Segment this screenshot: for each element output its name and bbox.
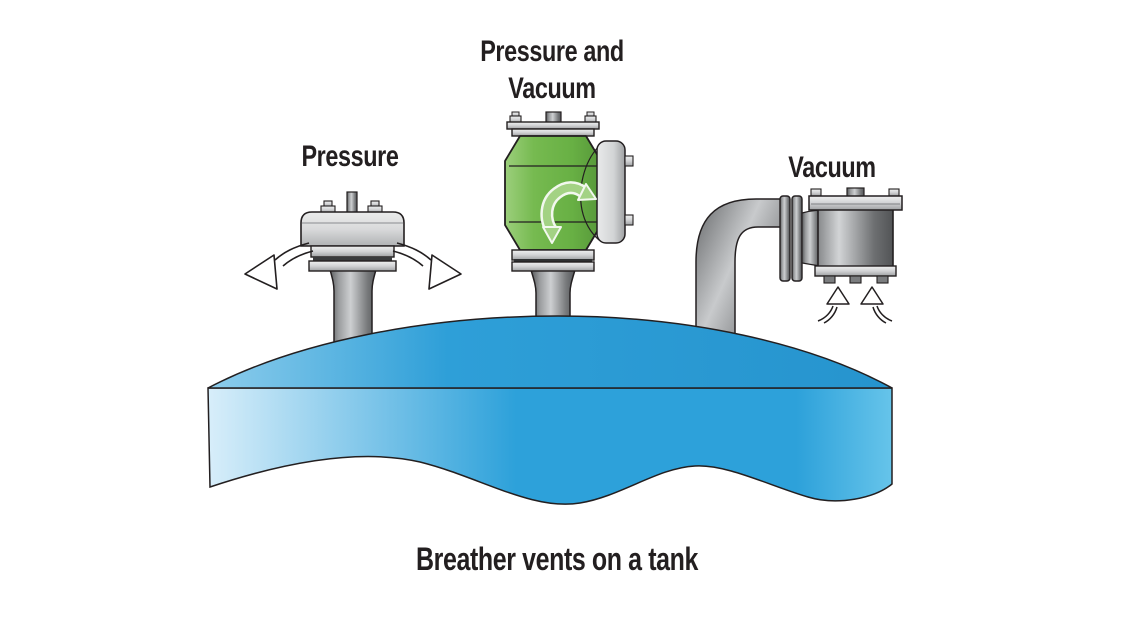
label-pressure-and-vacuum-line1: Pressure and [480,35,624,68]
pressure-vent-cap [300,211,405,247]
pressure-vent [244,191,462,290]
pressure-vent-seat-gap [313,257,392,261]
label-pressure-and-vacuum: Pressure and Vacuum [480,33,624,107]
pressure-vacuum-valve [504,111,634,272]
vacuum-top-plate [808,195,903,211]
vacuum-pipe-flange-disc-a [779,195,791,282]
vacuum-bottom-bolt-3 [876,275,889,284]
label-pressure: Pressure [301,140,399,173]
pressure-vent-stem [346,191,358,215]
valve-side-flange-disc [596,140,626,244]
valve-bottom-flange-gap [514,259,592,263]
valve-side-bolt-lower [624,214,634,226]
two-way-flow-arrow-icon [540,181,597,244]
curved-outflow-arrow-left-icon [244,242,314,290]
tank-shell [207,387,893,505]
vacuum-elbow-pipe [695,198,785,359]
valve-side-bolt-upper [624,155,634,167]
vacuum-bottom-bolt-1 [823,275,836,284]
figure-caption: Breather vents on a tank [416,541,698,577]
valve-bottom-flange-lower [511,261,595,272]
vacuum-pipe-flange-disc-b [791,195,803,282]
valve-bottom-flange-upper [511,249,595,261]
label-pressure-and-vacuum-line2: Vacuum [508,72,596,105]
valve-port-seam [580,145,600,241]
vacuum-canister-body [817,208,894,268]
vacuum-bottom-bolt-2 [849,275,862,284]
curved-inflow-arrow-up-left-icon [817,286,850,324]
valve-top-flange-upper [506,121,600,130]
curved-outflow-arrow-right-icon [392,242,462,290]
vacuum-top-bolt-left [810,188,822,197]
vacuum-top-bolt-right [888,188,900,197]
curved-inflow-arrow-up-right-icon [860,286,893,324]
pressure-vent-seat-disc-lower [308,260,397,272]
vacuum-bottom-flange [814,265,897,277]
label-vacuum: Vacuum [788,151,876,184]
valve-top-flange-lower [511,128,595,137]
tank-dome-roof [207,315,893,389]
vacuum-vent [779,187,903,324]
tank [207,315,893,505]
pressure-vent-seat-disc-upper [310,245,395,258]
